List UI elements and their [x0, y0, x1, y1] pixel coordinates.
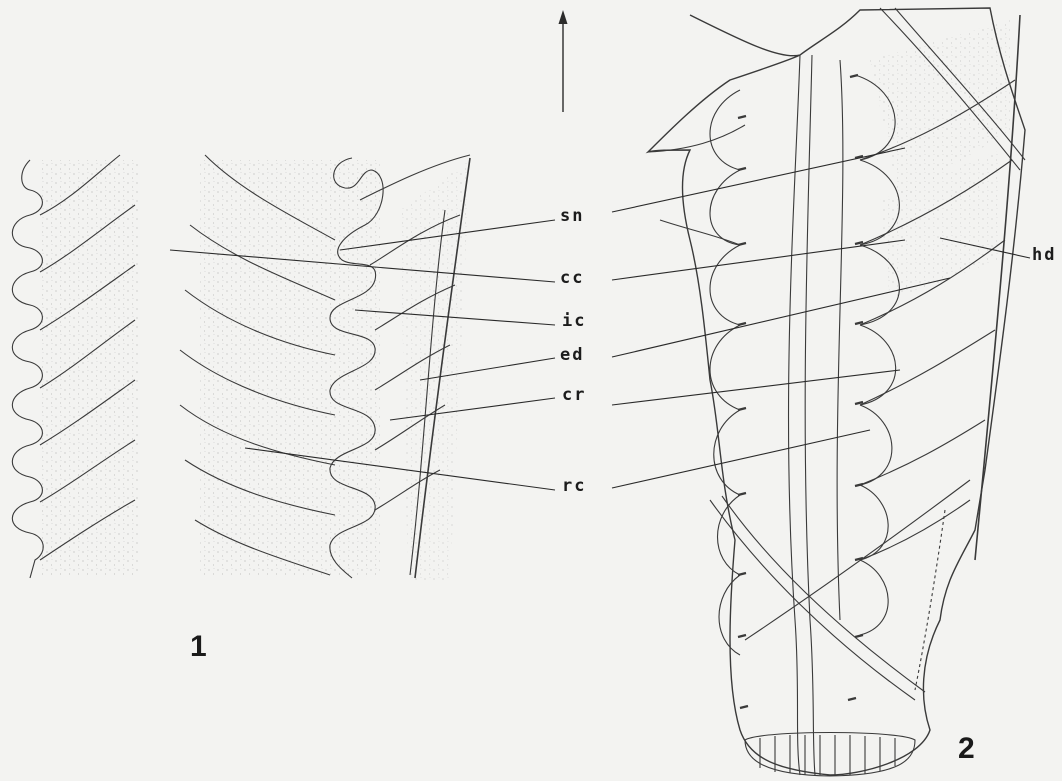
rib-line	[860, 330, 995, 405]
leader-rc	[612, 430, 870, 488]
panel-1-number: 1	[190, 630, 207, 664]
siphuncle-notches	[738, 75, 863, 708]
longitudinal-strand	[837, 60, 843, 620]
label-ic: ic	[562, 311, 586, 331]
label-cc: cc	[560, 268, 584, 288]
leader-cr	[612, 370, 900, 405]
longitudinal-strand	[805, 55, 815, 775]
basal-teeth	[745, 733, 915, 777]
label-hd: hd	[1032, 245, 1056, 265]
label-rc: rc	[562, 476, 586, 496]
rib-line	[860, 420, 985, 485]
label-ed: ed	[560, 345, 584, 365]
chamber	[714, 410, 740, 495]
dashed-line	[915, 510, 945, 690]
chamber	[710, 245, 740, 325]
stipple-left-column	[40, 160, 140, 575]
leader-sn	[612, 148, 905, 212]
chamber	[860, 560, 888, 635]
chamber	[710, 325, 740, 410]
stipple-margin-band	[400, 160, 470, 580]
panel-1-drawing	[12, 155, 470, 580]
label-sn: sn	[560, 206, 584, 226]
leader-cc	[612, 240, 905, 280]
orientation-arrow-icon	[559, 10, 568, 112]
chamber	[860, 325, 896, 405]
chamber	[710, 170, 740, 245]
rib-line	[860, 500, 970, 560]
panel-2-drawing	[648, 8, 1025, 776]
leader-ed	[612, 278, 950, 357]
panel-2-number: 2	[958, 732, 975, 766]
crossing-strand	[722, 496, 925, 692]
chamber	[860, 485, 888, 560]
stipple-right-column	[200, 160, 380, 575]
suture-wave-left	[12, 160, 43, 578]
longitudinal-strand	[789, 55, 800, 775]
label-cr: cr	[562, 385, 586, 405]
